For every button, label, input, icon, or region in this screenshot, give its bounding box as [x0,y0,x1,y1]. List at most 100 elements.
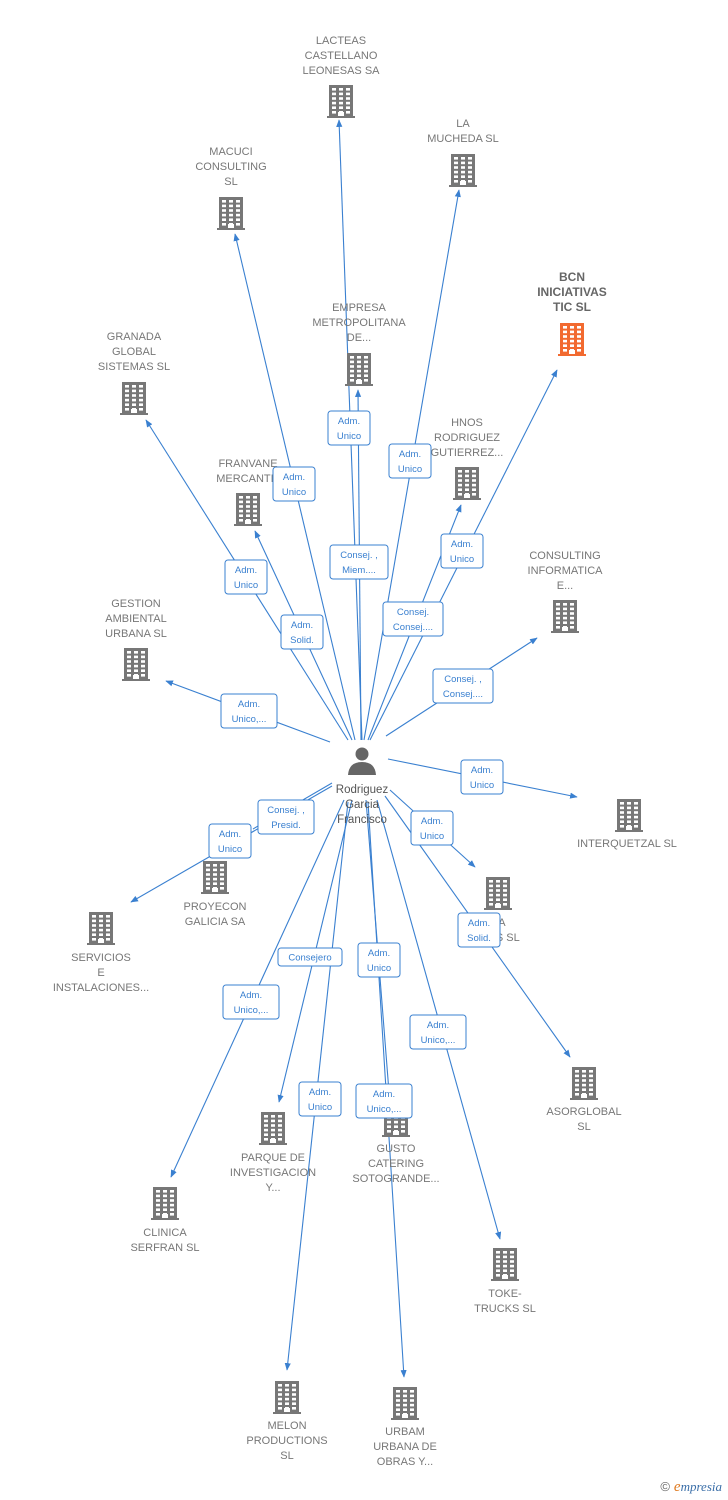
company-node-servicios[interactable]: SERVICIOSEINSTALACIONES... [53,912,149,994]
relation-badge[interactable]: Adm.Unico [298,1081,342,1117]
relation-badge[interactable]: Consej.Consej.... [382,601,444,637]
building-icon [484,877,512,910]
relation-label: Solid. [290,635,314,646]
relation-label: Adm. [219,829,241,840]
relation-badge[interactable]: Adm.Unico [460,759,504,795]
company-label: SISTEMAS SL [98,361,170,373]
relation-badge[interactable]: Adm. Unico [388,443,432,479]
relation-label: Miem.... [342,565,376,576]
company-label: MELON [267,1420,306,1432]
company-label: LA [456,118,470,130]
company-label: GUSTO [377,1143,416,1155]
relation-label: Unico [308,1102,332,1113]
relation-label: Unico,... [421,1035,456,1046]
building-icon [491,1248,519,1281]
company-label: GRANADA [107,331,162,343]
building-icon [453,467,481,500]
building-icon [122,648,150,681]
company-label: GALICIA SA [185,916,246,928]
company-label: CASTELLANO [305,50,378,62]
relation-badge[interactable]: Adm.Unico [327,410,371,446]
building-icon [551,600,579,633]
relation-badge[interactable]: Adm.Unico,... [355,1083,413,1119]
company-label: URBANA DE [373,1441,437,1453]
relation-label: Unico [282,487,306,498]
company-label: MERCANTIL [216,473,280,485]
relation-badge[interactable]: Adm.Unico [208,823,252,859]
building-icon [449,154,477,187]
company-node-hnos[interactable]: HNOSRODRIGUEZGUTIERREZ... [431,417,504,500]
building-icon [327,85,355,118]
relation-badge[interactable]: Adm.Solid. [280,614,324,650]
company-label: EMPRESA [332,302,386,314]
company-label: SL [224,176,237,188]
relation-badge[interactable]: Adm.Unico,... [220,693,278,729]
person-name: Rodriguez [336,784,389,796]
relation-label: Consejero [288,953,331,964]
relation-badge[interactable]: Adm.Unico [224,559,268,595]
building-icon [87,912,115,945]
relation-labels-layer: Adm.UnicoAdm.UnicoAdm.UnicoAdm.UnicoAdm.… [208,410,504,1119]
relation-badge[interactable]: Adm.Unico,... [222,984,280,1020]
relation-badge[interactable]: Adm. Unico [272,466,316,502]
relation-label: Unico [234,580,258,591]
company-label: AMBIENTAL [105,613,167,625]
relation-label: Solid. [467,933,491,944]
company-label: TIC SL [553,300,591,314]
building-icon [234,493,262,526]
relation-label: Consej. , [340,550,378,561]
relation-badge[interactable]: Adm.Unico [440,533,484,569]
building-icon [273,1381,301,1414]
company-node-parque[interactable]: PARQUE DEINVESTIGACIONY... [230,1112,316,1194]
relation-label: Adm. [338,416,360,427]
building-icon [570,1067,598,1100]
company-label: INICIATIVAS [537,285,607,299]
relation-label: Adm. [368,948,390,959]
relation-label: Unico [398,464,422,475]
relation-label: Unico [470,780,494,791]
relation-badge[interactable]: Adm.Unico [410,810,454,846]
company-label: SERFRAN SL [130,1242,199,1254]
relation-badge[interactable]: Adm.Unico [357,942,401,978]
relation-label: Presid. [271,820,301,831]
company-node-interquetzal[interactable]: INTERQUETZAL SL [577,799,677,850]
company-node-proyecon[interactable]: PROYECON GALICIA SA [184,861,247,928]
building-icon [345,353,373,386]
relation-badge[interactable]: Consejero [277,947,343,967]
company-node-toke[interactable]: TOKE-TRUCKS SL [474,1248,536,1315]
relation-badge[interactable]: Adm.Solid. [457,912,501,948]
company-label: METROPOLITANA [312,317,406,329]
person-name: Garcia [345,799,379,811]
company-label: E [97,967,104,979]
relation-label: Consej.... [443,689,483,700]
company-label: URBANA SL [105,628,167,640]
brand-name: mpresia [680,1479,722,1494]
company-label: PROYECON [184,901,247,913]
relation-badge[interactable]: Adm. Unico,... [409,1014,467,1050]
company-label: URBAM [385,1426,425,1438]
company-node-consulting-informatica[interactable]: CONSULTINGINFORMATICAE... [528,550,604,633]
relation-badge[interactable]: Consej. ,Presid. [257,799,315,835]
relation-badge[interactable]: Consej. , Miem.... [329,544,389,580]
company-label: DE... [347,332,371,344]
company-node-empresa-metropolitana[interactable]: EMPRESA METROPOLITANA DE... [312,302,406,386]
company-label: BCN [559,270,585,284]
relation-label: Adm. [399,449,421,460]
building-icon [558,323,586,356]
empresia-watermark[interactable]: ©empresia [660,1479,722,1496]
relation-badge[interactable]: Consej. ,Consej.... [432,668,494,704]
relation-label: Adm. [427,1020,449,1031]
relation-label: Adm. [283,472,305,483]
